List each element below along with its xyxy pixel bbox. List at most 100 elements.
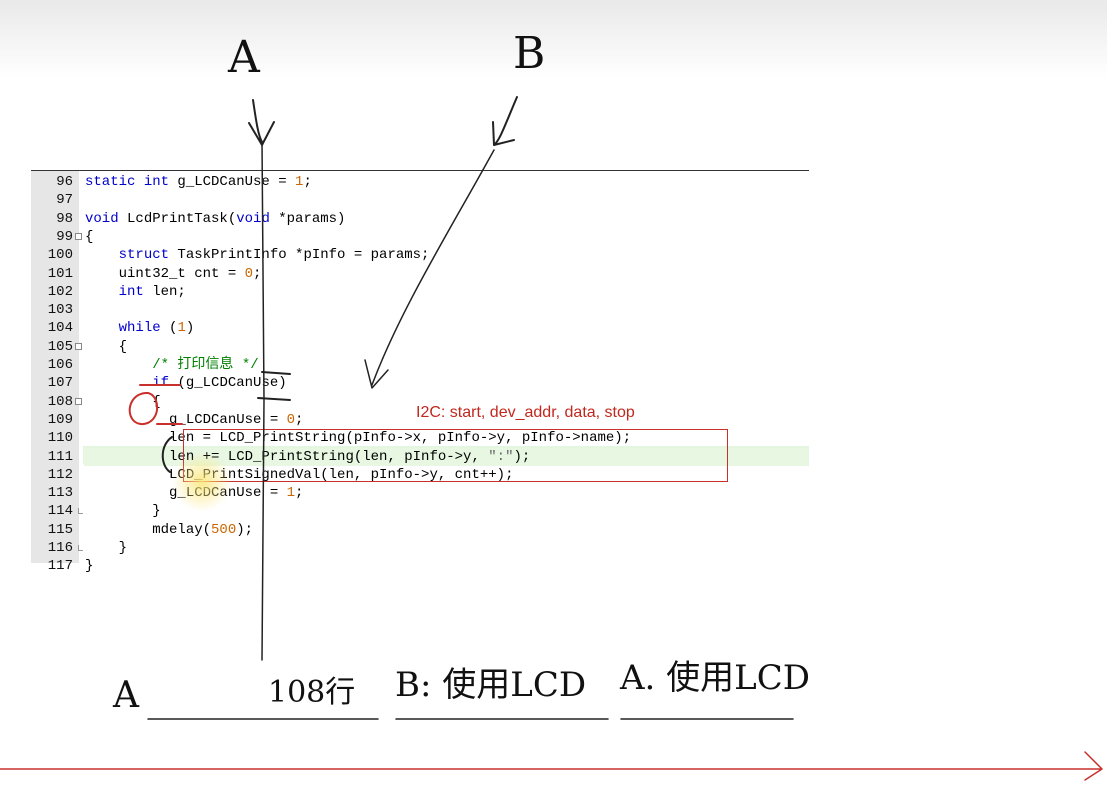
timeline-arrow — [0, 751, 1103, 781]
code-token: 0 — [286, 411, 296, 428]
code-token: LcdPrintTask( — [127, 210, 237, 227]
fold-end-icon — [78, 508, 83, 515]
thread-b-arrow — [492, 96, 518, 146]
code-token: int — [143, 174, 178, 190]
line-number: 111 — [47, 448, 73, 465]
line-number: 103 — [47, 302, 73, 319]
code-text: { — [84, 338, 809, 356]
code-token: ; — [295, 411, 304, 428]
code-token: (g_LCDCanUse) — [177, 375, 287, 392]
code-line[interactable]: 115 mdelay(500); — [31, 521, 809, 539]
line-number: 112 — [47, 466, 73, 483]
code-token: if — [152, 375, 178, 392]
code-token: uint32_t cnt = — [85, 265, 245, 282]
code-line[interactable]: 100 struct TaskPrintInfo *pInfo = params… — [31, 246, 809, 264]
thread-a-arrow — [248, 99, 275, 146]
code-token: 1 — [295, 174, 304, 190]
line-number-gutter — [31, 171, 79, 563]
code-token: ":" — [488, 448, 514, 465]
line-number: 104 — [47, 320, 73, 337]
paren-mark — [161, 436, 173, 473]
fold-toggle-icon[interactable] — [75, 232, 82, 240]
answer-2: B: 使用LCD — [395, 665, 587, 705]
code-token: } — [85, 540, 128, 556]
code-token: ( — [169, 320, 178, 337]
line-number: 101 — [47, 265, 73, 282]
code-text: /* 打印信息 */ — [84, 356, 809, 374]
code-text: len = LCD_PrintString(pInfo->x, pInfo->y… — [84, 429, 809, 447]
code-token: } — [85, 503, 161, 520]
fold-toggle-icon[interactable] — [75, 397, 82, 405]
code-text: g_LCDCanUse = 0; — [84, 411, 809, 429]
code-text: mdelay(500); — [84, 521, 809, 539]
code-line[interactable]: 98 void LcdPrintTask(void *params) — [31, 210, 809, 228]
code-token: ; — [295, 485, 304, 502]
thread-a-line — [261, 141, 265, 661]
thread-b-curve — [364, 149, 495, 389]
code-line[interactable]: 104 while (1) — [31, 319, 809, 337]
code-token: void — [236, 210, 279, 227]
code-text: int len; — [84, 283, 809, 301]
code-line[interactable]: 116 } — [31, 539, 809, 557]
code-line[interactable]: 102 int len; — [31, 283, 809, 301]
line-number: 109 — [47, 411, 73, 428]
code-line[interactable]: 101 uint32_t cnt = 0; — [31, 265, 809, 283]
code-line[interactable]: 99{ — [31, 228, 809, 246]
code-token: g_LCDCanUse = — [85, 411, 287, 428]
code-line[interactable]: 110 len = LCD_PrintString(pInfo->x, pInf… — [31, 429, 809, 447]
line-number: 110 — [47, 430, 73, 447]
code-line[interactable]: 107 if (g_LCDCanUse) — [31, 374, 809, 392]
thread-a-tick — [257, 371, 291, 401]
code-token: ; — [253, 265, 262, 282]
pointer-highlight — [172, 452, 232, 512]
code-token: *params) — [278, 210, 346, 227]
code-line[interactable]: 109 g_LCDCanUse = 0; — [31, 411, 809, 429]
code-line[interactable]: 114 } — [31, 502, 809, 520]
code-token: 1 — [286, 485, 296, 502]
answer-1: 108行 — [268, 675, 356, 710]
code-line[interactable]: 103 — [31, 301, 809, 319]
code-token: { — [85, 228, 94, 245]
code-text: if (g_LCDCanUse) — [84, 374, 809, 392]
code-line[interactable]: 105 { — [31, 338, 809, 356]
line-number: 113 — [47, 485, 73, 502]
line-number: 100 — [47, 247, 73, 264]
answer-3: A. 使用LCD — [620, 658, 811, 698]
code-line[interactable]: 106 /* 打印信息 */ — [31, 356, 809, 374]
code-token: mdelay( — [85, 521, 212, 538]
code-line[interactable]: 96 static int g_LCDCanUse = 1; — [31, 173, 809, 191]
line-number: 108 — [47, 393, 73, 410]
code-line[interactable]: 97 — [31, 191, 809, 209]
code-text: void LcdPrintTask(void *params) — [84, 210, 809, 228]
code-token: 1 — [177, 320, 186, 337]
line-number: 98 — [56, 210, 73, 227]
code-token: g_LCDCanUse = — [177, 174, 296, 190]
line-number: 102 — [47, 283, 73, 300]
code-text: while (1) — [84, 319, 809, 337]
code-text: } — [84, 539, 809, 557]
line-number: 116 — [47, 540, 73, 556]
code-token: ); — [236, 521, 254, 538]
line-number: 114 — [47, 503, 73, 520]
code-token: int — [118, 283, 153, 300]
code-line[interactable]: 117} — [31, 557, 809, 575]
code-token: 500 — [211, 521, 237, 538]
code-token: void — [85, 210, 128, 227]
code-token: /* 打印信息 */ — [152, 357, 259, 373]
answer-prefix: A — [113, 675, 139, 716]
i2c-note: I2C: start, dev_addr, data, stop — [416, 404, 635, 421]
code-token: static — [85, 174, 144, 190]
line-number: 106 — [47, 357, 73, 373]
line-number: 97 — [56, 192, 73, 209]
code-token: } — [85, 558, 94, 575]
code-text: } — [84, 557, 809, 575]
code-token: ); — [513, 448, 531, 465]
line-number: 96 — [56, 174, 73, 190]
fold-toggle-icon[interactable] — [75, 342, 82, 350]
line-number: 105 — [47, 338, 73, 355]
code-text: } — [84, 502, 809, 520]
code-token: TaskPrintInfo *pInfo = params; — [177, 247, 430, 264]
code-token: ; — [303, 174, 312, 190]
